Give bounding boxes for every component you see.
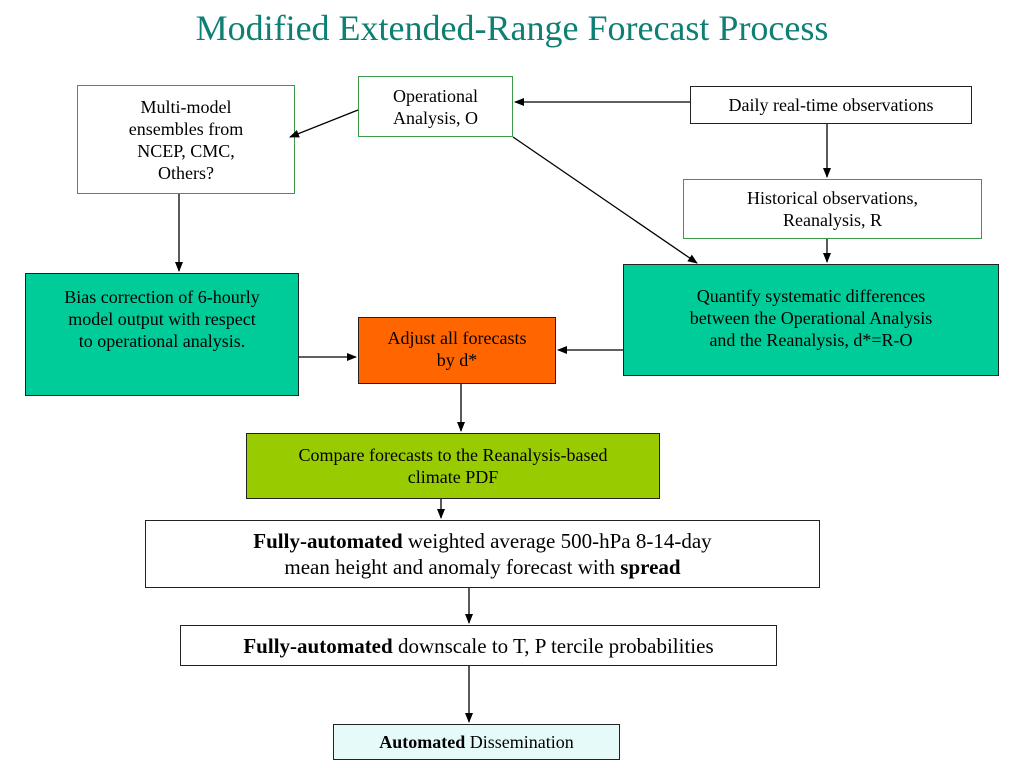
node-line: Analysis, O [393,107,478,128]
node-line: NCEP, CMC, [137,140,235,161]
node-line: and the Reanalysis, d*=R-O [709,330,913,350]
node-line: by d* [436,350,478,370]
node-line: to operational analysis. [78,331,246,351]
node-line: Dissemination [465,732,574,752]
arrow-operational-to-multimodel [289,109,359,138]
node-downscale: Fully-automated downscale to T, P tercil… [180,625,777,666]
node-line: ensembles from [128,118,244,139]
node-line: Others? [158,162,214,183]
node-bold-text: Fully-automated [253,529,403,553]
node-line: between the Operational Analysis [689,308,933,328]
node-line: downscale to T, P tercile probabilities [392,633,714,658]
node-line: model output with respect [68,309,256,329]
node-line: Reanalysis, R [783,210,882,230]
node-line: Compare forecasts to the Reanalysis-base… [298,445,608,465]
node-quantify-differences: Quantify systematic differences between … [623,264,999,376]
node-line: weighted average 500-hPa 8-14-day [402,529,712,553]
node-line: mean height and anomaly forecast with [284,555,621,579]
node-line: Daily real-time observations [728,95,934,115]
node-line: climate PDF [407,467,499,487]
node-bold-text: Fully-automated [243,633,393,658]
node-bold-text: Automated [379,732,466,752]
node-line: Adjust all forecasts [387,328,527,348]
node-line: Quantify systematic differences [696,286,926,306]
node-compare-forecasts: Compare forecasts to the Reanalysis-base… [246,433,660,499]
page-title: Modified Extended-Range Forecast Process [195,8,829,48]
arrow-operational-to-quantify [512,136,698,264]
node-dissemination: Automated Dissemination [333,724,620,760]
node-historical-observations: Historical observations, Reanalysis, R [683,179,982,239]
node-adjust-forecasts: Adjust all forecasts by d* [358,317,556,384]
node-operational-analysis: Operational Analysis, O [358,76,513,137]
node-line: Historical observations, [747,188,918,208]
node-line: Multi-model [140,96,232,117]
node-bold-text: spread [620,555,681,579]
node-multi-model-ensembles: Multi-model ensembles from NCEP, CMC, Ot… [77,85,295,194]
node-weighted-average-forecast: Fully-automated weighted average 500-hPa… [145,520,820,588]
node-bias-correction: Bias correction of 6-hourly model output… [25,273,299,396]
node-daily-observations: Daily real-time observations [690,86,972,124]
node-line: Bias correction of 6-hourly [64,287,260,307]
node-line: Operational [393,85,478,106]
